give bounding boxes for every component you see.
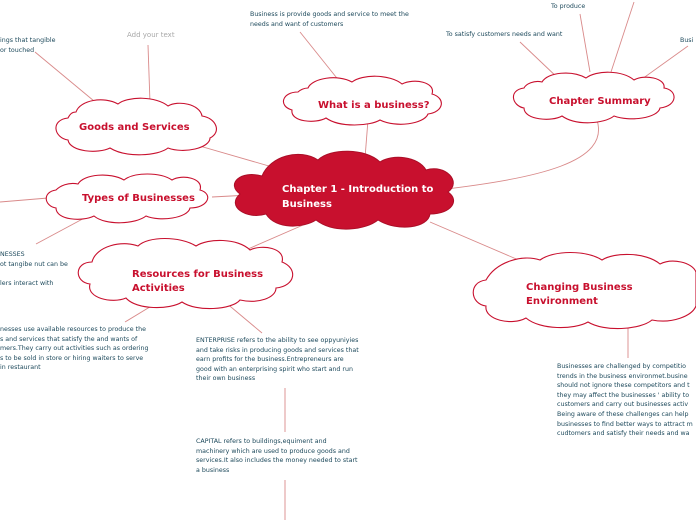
note-line: or touched [0, 46, 35, 54]
note-business-definition: Business is provide goods and service to… [250, 10, 409, 29]
resources-cloud[interactable] [77, 238, 294, 310]
note-line: s to be sold in store or hiring waiters … [0, 354, 144, 362]
note-line: s and services that satisfy the and want… [0, 335, 138, 343]
note-line: Being aware of these challenges can help [557, 410, 689, 418]
add-text-placeholder[interactable]: Add your text [127, 31, 175, 39]
note-line: CAPITAL refers to buildings,equiment and [196, 438, 327, 445]
note-line: in restaurant [0, 364, 41, 372]
note-line: a business [196, 466, 230, 474]
goods-services-cloud[interactable] [55, 97, 217, 156]
connector-summary-produce [579, 13, 591, 73]
types-businesses-title: Types of Businesses [82, 193, 195, 204]
note-busi: Busi [680, 37, 694, 44]
central-node-cloud[interactable] [233, 150, 454, 230]
note-services: NESSES ot tangibe nut can be lers intera… [0, 250, 68, 288]
connector-goods-tangible [34, 51, 101, 107]
connector-summary-satisfy [519, 41, 561, 81]
note-line: and take risks in producing goods and se… [196, 346, 359, 354]
connector-business-def [299, 31, 341, 83]
note-line: they may affect the businesses ' ability… [557, 391, 690, 399]
connector-changing [429, 221, 529, 265]
changing-environment-title: Changing Business Environment [526, 282, 633, 307]
note-line: ot tangibe nut can be [0, 260, 68, 268]
note-line: Businesses are challenged by competitio [557, 363, 686, 370]
note-line: good with an enterprising spirit who sta… [196, 365, 353, 373]
note-line: Business is provide goods and service to… [250, 11, 409, 18]
note-challenges: Businesses are challenged by competitio … [557, 362, 696, 439]
note-enterprise: ENTERPRISE refers to the ability to see … [196, 336, 359, 384]
note-line: cudtomers and satisfy their needs and wa [557, 430, 690, 438]
note-line: ENTERPRISE refers to the ability to see … [196, 337, 359, 344]
connector-summary [437, 119, 599, 191]
note-line: needs and want of customers [250, 20, 344, 28]
types-businesses-cloud[interactable] [45, 173, 209, 224]
connector-goods-addtext [147, 44, 151, 104]
note-line: their own business [196, 375, 256, 383]
note-to-produce: To produce [551, 3, 586, 10]
note-tangible: ings that tangible or touched [0, 36, 56, 55]
connector-resources-enterprise [224, 301, 263, 334]
note-line: lers interact with [0, 279, 54, 287]
note-line: services.It also includes the money need… [196, 457, 358, 465]
note-line: customers and carry out businesses activ [557, 401, 689, 409]
resources-title: Resources for Business Activities [132, 269, 264, 294]
note-line: ings that tangible [0, 37, 56, 44]
note-line: machinery which are used to produce good… [196, 447, 350, 455]
changing-environment-cloud[interactable] [472, 252, 696, 330]
note-line: nesses use available resources to produc… [0, 326, 146, 333]
note-line: businesses to find better ways to attrac… [557, 420, 693, 428]
note-resources: nesses use available resources to produc… [0, 325, 149, 373]
note-line [0, 269, 68, 279]
note-line: earn profits for the business.Entreprene… [196, 356, 344, 364]
central-node-title: Chapter 1 - Introduction to Business [282, 184, 434, 210]
chapter-summary-cloud[interactable] [512, 71, 675, 124]
note-to-satisfy: To satisfy customers needs and want [446, 31, 563, 38]
connector-summary-top [609, 1, 635, 76]
chapter-summary-title: Chapter Summary [549, 96, 651, 107]
goods-services-title: Goods and Services [79, 122, 190, 133]
note-line: trends in the business environmet.busine [557, 372, 688, 380]
what-is-business-title: What is a business? [318, 100, 430, 111]
what-is-business-cloud[interactable] [282, 75, 442, 126]
note-line: NESSES [0, 251, 25, 258]
connector-what [364, 119, 369, 159]
note-line: should not ignore these competitors and … [557, 382, 690, 390]
note-capital: CAPITAL refers to buildings,equiment and… [196, 437, 358, 475]
note-line: mers.They carry out activities such as o… [0, 345, 149, 353]
